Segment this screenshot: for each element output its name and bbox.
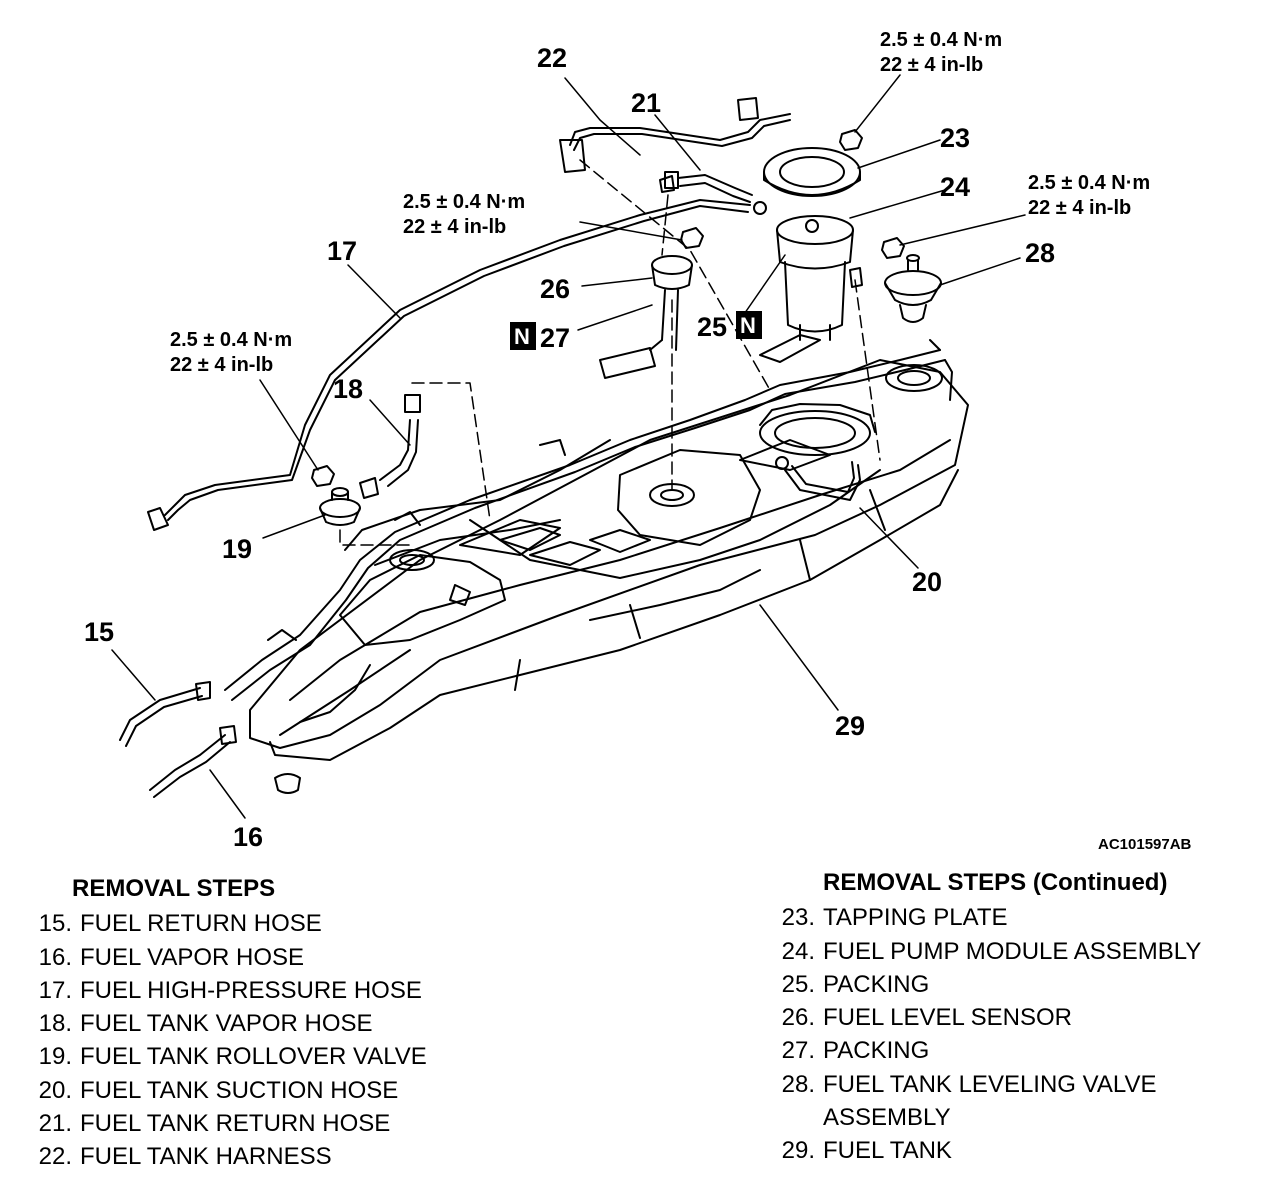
fuel-level-sensor: [599, 255, 693, 379]
svg-text:N: N: [740, 313, 756, 338]
step-26: 26.FUEL LEVEL SENSOR: [781, 1004, 1072, 1032]
callout-18: 18: [333, 374, 363, 404]
clamp-21: [659, 175, 675, 193]
callout-23: 23: [940, 123, 970, 153]
step-19: 19.FUEL TANK ROLLOVER VALVE: [38, 1043, 427, 1071]
step-25: 25.PACKING: [781, 970, 930, 998]
step-28-continuation: ASSEMBLY: [823, 1104, 951, 1132]
fuel-tank-rollover-valve: [319, 487, 361, 526]
fuel-tank: [224, 339, 969, 761]
callout-17: 17: [327, 236, 357, 266]
fuel-tank-vapor-hose: [359, 394, 421, 499]
torque-23-line1: 2.5 ± 0.4 N·m: [880, 29, 1002, 51]
callout-15: 15: [84, 617, 114, 647]
step-15: 15.FUEL RETURN HOSE: [38, 910, 322, 938]
n-badge-25: N: [736, 311, 762, 339]
callout-26: 26: [540, 274, 570, 304]
tapping-plate: [763, 147, 861, 197]
step-20: 20.FUEL TANK SUCTION HOSE: [38, 1076, 399, 1104]
callout-29: 29: [835, 711, 865, 741]
step-28: 28.FUEL TANK LEVELING VALVE: [781, 1070, 1157, 1098]
step-23: 23.TAPPING PLATE: [781, 904, 1008, 932]
callout-19: 19: [222, 534, 252, 564]
step-27: 27.PACKING: [781, 1037, 930, 1065]
nut-19: [311, 465, 335, 487]
fuel-pump-module: [759, 215, 854, 363]
removal-steps-title: REMOVAL STEPS: [72, 875, 276, 902]
n-badge-27: N: [510, 322, 536, 350]
clamp-20: [849, 267, 863, 288]
figure-id: AC101597AB: [1098, 836, 1192, 853]
step-17: 17.FUEL HIGH-PRESSURE HOSE: [38, 976, 422, 1004]
callout-20: 20: [912, 567, 942, 597]
callout-28: 28: [1025, 238, 1055, 268]
removal-steps-continued-list: REMOVAL STEPS (Continued) 23.TAPPING PLA…: [767, 866, 1202, 1168]
fuel-return-hose: [119, 681, 211, 747]
fuel-tank-exploded-diagram: 22 21 23 24 28 17 26 27 25 18 19 20 15 2…: [84, 29, 1192, 853]
fuel-tank-return-hose: [664, 171, 753, 203]
callout-24: 24: [940, 172, 970, 202]
removal-steps-continued-title: REMOVAL STEPS (Continued): [823, 869, 1168, 896]
callout-25: 25: [697, 312, 727, 342]
fuel-tank-suction-hose: [775, 456, 861, 501]
torque-28-line1: 2.5 ± 0.4 N·m: [1028, 172, 1150, 194]
callout-16: 16: [233, 822, 263, 852]
callout-27: 27: [540, 323, 570, 353]
fuel-tank-harness: [559, 97, 791, 173]
torque-26-line2: 22 ± 4 in-lb: [403, 216, 506, 238]
torque-23-line2: 22 ± 4 in-lb: [880, 54, 983, 76]
fuel-high-pressure-hose: [147, 199, 767, 531]
fuel-tank-leveling-valve: [884, 254, 942, 323]
nut-23: [839, 129, 863, 151]
torque-28-line2: 22 ± 4 in-lb: [1028, 197, 1131, 219]
step-21: 21.FUEL TANK RETURN HOSE: [38, 1110, 391, 1138]
torque-19-line2: 22 ± 4 in-lb: [170, 354, 273, 376]
callout-21: 21: [631, 88, 661, 118]
step-22: 22.FUEL TANK HARNESS: [38, 1143, 332, 1171]
removal-steps-list: REMOVAL STEPS 15.FUEL RETURN HOSE 16.FUE…: [24, 872, 427, 1174]
torque-19-line1: 2.5 ± 0.4 N·m: [170, 329, 292, 351]
drain-plug: [274, 773, 301, 794]
step-18: 18.FUEL TANK VAPOR HOSE: [38, 1010, 373, 1038]
fuel-vapor-hose: [149, 725, 237, 798]
step-16: 16.FUEL VAPOR HOSE: [38, 943, 305, 971]
torque-26-line1: 2.5 ± 0.4 N·m: [403, 191, 525, 213]
step-29: 29.FUEL TANK: [781, 1137, 952, 1165]
nut-28: [881, 237, 905, 259]
callout-22: 22: [537, 43, 567, 73]
svg-text:N: N: [514, 324, 530, 349]
step-24: 24.FUEL PUMP MODULE ASSEMBLY: [781, 937, 1202, 965]
